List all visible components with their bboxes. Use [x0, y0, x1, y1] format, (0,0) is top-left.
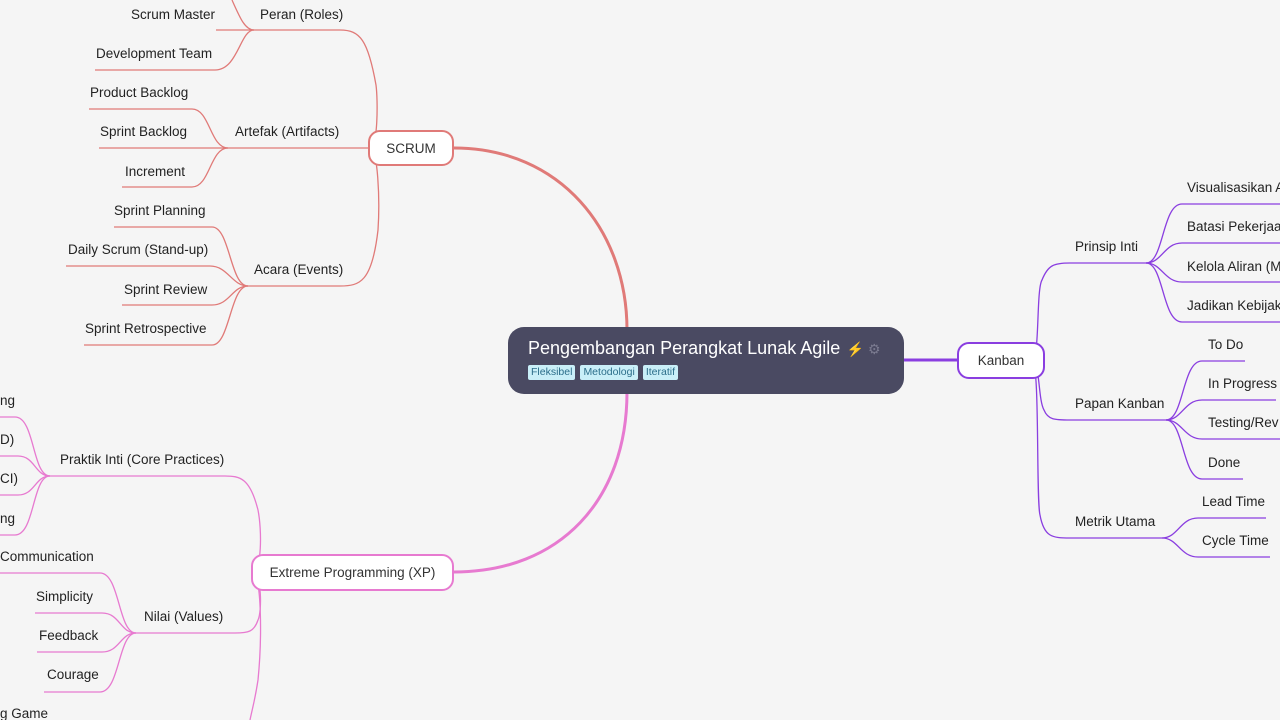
scrum-roles-item[interactable]: Scrum Master [131, 7, 216, 22]
xp-node[interactable]: Extreme Programming (XP) [251, 554, 454, 591]
tag-list: Fleksibel Metodologi Iteratif [528, 365, 884, 380]
kanban-principles-item[interactable]: Jadikan Kebijak [1187, 298, 1280, 313]
scrum-artifacts-item[interactable]: Increment [125, 164, 186, 179]
root-title: Pengembangan Perangkat Lunak Agile [528, 338, 841, 358]
tag[interactable]: Fleksibel [528, 365, 576, 380]
tag[interactable]: Iteratif [642, 365, 678, 380]
xp-practices-node[interactable]: Praktik Inti (Core Practices) [60, 452, 225, 467]
xp-more-item[interactable]: g Game [0, 706, 49, 720]
scrum-events-item[interactable]: Sprint Review [124, 282, 208, 297]
kanban-board-item[interactable]: Done [1208, 455, 1241, 470]
scrum-artifacts-item[interactable]: Product Backlog [90, 85, 189, 100]
scrum-artifacts-node[interactable]: Artefak (Artifacts) [235, 124, 340, 139]
xp-practices-item[interactable]: D) [0, 432, 15, 447]
scrum-events-item[interactable]: Sprint Planning [114, 203, 206, 218]
xp-practices-item[interactable]: ng [0, 511, 16, 526]
kanban-metrics-item[interactable]: Lead Time [1202, 494, 1266, 509]
scrum-roles-item[interactable]: Development Team [96, 46, 213, 61]
kanban-principles-node[interactable]: Prinsip Inti [1075, 239, 1139, 254]
kanban-board-item[interactable]: In Progress [1208, 376, 1278, 391]
scrum-artifacts-item[interactable]: Sprint Backlog [100, 124, 188, 139]
kanban-board-node[interactable]: Papan Kanban [1075, 396, 1165, 411]
kanban-principles-item[interactable]: Batasi Pekerjaa [1187, 219, 1280, 234]
scrum-events-node[interactable]: Acara (Events) [254, 262, 344, 277]
link-root-scrum [453, 146, 629, 331]
xp-values-item[interactable]: Simplicity [36, 589, 94, 604]
root-node[interactable]: Pengembangan Perangkat Lunak Agile ⚡ ⚙ F… [508, 327, 904, 394]
kanban-board-item[interactable]: Testing/Rev [1208, 415, 1279, 430]
xp-values-item[interactable]: Communication [0, 549, 94, 564]
scrum-events-item[interactable]: Daily Scrum (Stand-up) [68, 242, 209, 257]
scrum-events-item[interactable]: Sprint Retrospective [85, 321, 207, 336]
xp-values-item[interactable]: Courage [47, 667, 99, 682]
kanban-principles-item[interactable]: Kelola Aliran (M [1187, 259, 1280, 274]
scrum-node[interactable]: SCRUM [368, 130, 454, 166]
kanban-metrics-item[interactable]: Cycle Time [1202, 533, 1269, 548]
tag[interactable]: Metodologi [580, 365, 638, 380]
kanban-board-item[interactable]: To Do [1208, 337, 1244, 352]
xp-practices-item[interactable]: CI) [0, 471, 18, 486]
xp-values-node[interactable]: Nilai (Values) [144, 609, 224, 624]
scrum-roles-node[interactable]: Peran (Roles) [260, 7, 344, 22]
xp-values-item[interactable]: Feedback [39, 628, 99, 643]
kanban-principles-item[interactable]: Visualisasikan A [1187, 180, 1280, 195]
link-root-xp [453, 391, 629, 574]
gear-icon: ⚙ [868, 341, 881, 357]
xp-practices-item[interactable]: ng [0, 393, 16, 408]
lightning-icon: ⚡ [846, 341, 865, 357]
kanban-metrics-node[interactable]: Metrik Utama [1075, 514, 1156, 529]
kanban-node[interactable]: Kanban [957, 342, 1045, 379]
